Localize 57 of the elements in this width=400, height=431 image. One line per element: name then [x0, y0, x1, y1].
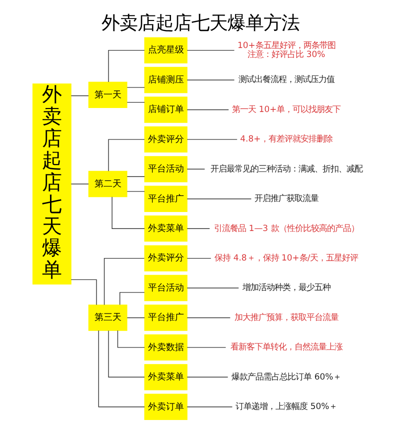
- connector: [186, 258, 211, 259]
- node-text: 引流餐品 1—3 款（性价比较高的产品）: [214, 222, 358, 233]
- connector: [186, 406, 232, 408]
- connector: [186, 198, 252, 200]
- node-text: 4.8+，有差评就安排删除: [240, 134, 332, 144]
- connector: [111, 196, 144, 229]
- node-box: 外卖评分: [144, 245, 187, 272]
- node-box: 外卖订单: [144, 394, 187, 420]
- node-box: 外卖店起店七天爆单: [32, 84, 71, 284]
- node-box: 平台推广: [144, 304, 187, 331]
- node-text: 增加活动种类，最少五种: [242, 282, 330, 292]
- connector: [126, 87, 144, 88]
- node-text: 爆款产品需占总比订单 60%＋: [231, 371, 341, 382]
- connector: [186, 168, 205, 170]
- connector: [103, 258, 144, 306]
- connector: [98, 330, 144, 408]
- node-text: 10+条五星好评，两条带图 注意：好评占比 30%: [237, 40, 335, 60]
- node-text: 开启推广获取流量: [254, 193, 318, 204]
- node-text: 保持 4.8＋，保持 10+条/天，五星好评: [214, 252, 358, 262]
- connector: [126, 317, 144, 318]
- node-text: 加大推广预算，获取平台流量: [234, 312, 338, 322]
- connector: [108, 139, 144, 172]
- node-box: 外卖数据: [144, 334, 187, 361]
- connector: [186, 50, 234, 51]
- node-box: 点亮星级: [144, 37, 187, 64]
- node-text: 看新客下单转化，自然流量上涨: [230, 342, 342, 352]
- connector: [186, 109, 228, 110]
- node-text: 测试出餐流程，测试压力值: [238, 74, 334, 84]
- node-box: 平台活动: [144, 274, 187, 302]
- connector: [108, 50, 144, 82]
- node-box: 外卖菜单: [144, 216, 187, 242]
- connector: [70, 279, 96, 306]
- connector: [186, 376, 228, 378]
- diagram-title: 外卖店起店七天爆单方法: [101, 12, 299, 34]
- connector: [186, 139, 237, 140]
- node-box: 第三天: [88, 304, 127, 331]
- node-box: 店铺测压: [144, 66, 187, 94]
- node-box: 第二天: [88, 170, 127, 198]
- connector: [126, 191, 144, 192]
- connector: [108, 330, 144, 378]
- node-box: 平台活动: [144, 156, 187, 182]
- node-text: 第一天 10+单，可以找朋友下: [232, 104, 340, 114]
- connector: [126, 176, 144, 177]
- connector: [70, 95, 88, 96]
- node-text: 开启最常见的三种活动：满减、折扣、减配: [210, 163, 362, 174]
- connector: [186, 347, 226, 348]
- connector: [116, 330, 144, 348]
- node-box: 第一天: [88, 82, 127, 108]
- node-box: 平台推广: [144, 186, 187, 212]
- connector: [186, 317, 230, 318]
- connector: [119, 292, 144, 306]
- node-box: 外卖评分: [144, 126, 187, 153]
- node-box: 外卖菜单: [144, 364, 187, 390]
- connector: [186, 228, 210, 229]
- node-box: 店铺订单: [144, 96, 187, 123]
- connector: [126, 102, 144, 103]
- node-text: 订单递增，上涨幅度 50%＋: [235, 401, 337, 412]
